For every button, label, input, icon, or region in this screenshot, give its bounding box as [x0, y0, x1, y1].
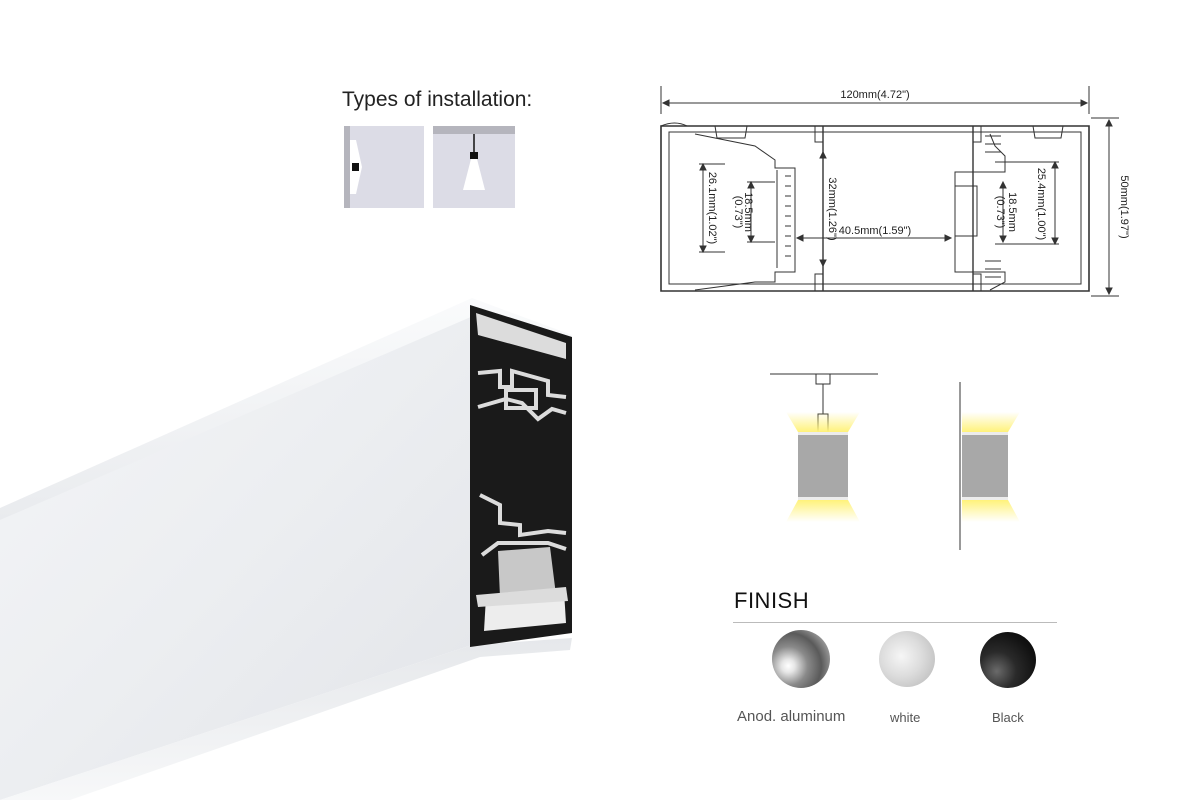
dim-18-right-label: 18.5mm	[1006, 192, 1018, 232]
profile-side-face	[0, 300, 472, 800]
dim-height-label: 50mm(1.97")	[1118, 175, 1130, 238]
white-label: white	[890, 710, 921, 725]
anodized-aluminum-label: Anod. aluminum	[737, 708, 846, 725]
dim-32-label: 32mm(1.26")	[826, 177, 838, 240]
dim-18-left-label: 18.5mm	[742, 192, 754, 232]
anodized-aluminum-swatch	[772, 630, 830, 688]
light-output-diagram	[770, 373, 1020, 550]
pendant-light-diagram	[770, 373, 878, 522]
dim-40-label: 40.5mm(1.59")	[839, 225, 911, 237]
dim-width-label: 120mm(4.72")	[840, 89, 909, 101]
profile-bottom-edge	[0, 638, 572, 800]
dim-25-label: 25.4mm(1.00")	[1035, 168, 1047, 240]
installation-title: Types of installation:	[342, 88, 533, 111]
finish-divider	[733, 622, 1057, 623]
black-label: Black	[992, 710, 1024, 725]
pendant-mount-icon	[433, 126, 515, 208]
dim-18-left-inch-label: (0.73")	[732, 196, 744, 229]
finish-title: FINISH	[734, 588, 810, 613]
dimension-drawing: 120mm(4.72") 50mm(1.97") 26.1mm(1.02") 1…	[660, 86, 1130, 297]
wall-mount-icon	[344, 126, 424, 208]
dim-18-right-inch-label: (0.73")	[994, 196, 1006, 229]
dim-26-label: 26.1mm(1.02")	[706, 172, 718, 244]
wall-light-diagram	[959, 382, 1020, 550]
profile-photo	[0, 298, 572, 800]
installation-icons	[344, 126, 515, 208]
white-swatch	[879, 631, 935, 687]
black-swatch	[980, 632, 1036, 688]
